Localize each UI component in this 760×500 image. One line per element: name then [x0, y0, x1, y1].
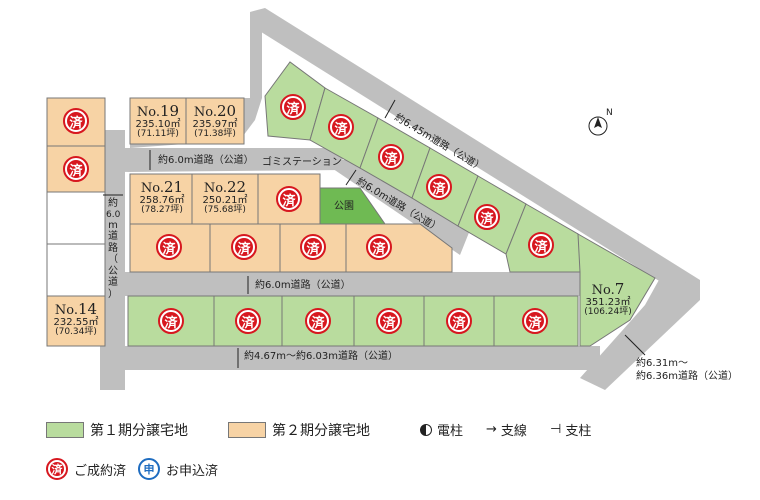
sold-badge: 済: [276, 186, 302, 212]
sold-badge: 済: [300, 234, 326, 260]
stay-pole-icon: ⊣: [550, 422, 562, 437]
arrow-icon: →: [486, 422, 497, 437]
north-arrow: [588, 116, 608, 136]
sold-badge: 済: [231, 234, 257, 260]
road-label-bottom: 約4.67m～約6.03m道路（公道）: [244, 351, 399, 362]
pole-icon: [420, 423, 432, 436]
dim-road-top: [384, 99, 396, 119]
legend-sold: 済 ご成約済: [46, 458, 126, 480]
lot-22-info: No.22 250.21㎡ (75.68坪): [202, 178, 248, 216]
lot-left-empty-1[interactable]: [46, 191, 106, 245]
legend-pole: 電柱: [420, 420, 463, 439]
road-label-mid: 約6.0m道路（公道）: [255, 280, 351, 291]
road-upper-horizontal: [110, 148, 345, 172]
lot-20[interactable]: [185, 97, 245, 145]
park-label: 公園: [334, 201, 354, 212]
sold-badge: 済: [158, 308, 184, 334]
sold-badge: 済: [528, 232, 554, 258]
sold-badge: 済: [366, 234, 392, 260]
sold-badge: 済: [446, 308, 472, 334]
sold-badge: 済: [280, 94, 306, 120]
lot-19[interactable]: [129, 97, 187, 145]
applied-legend-icon: 申: [138, 458, 160, 480]
legend-phase2: 第２期分譲宅地: [228, 420, 370, 440]
road-top-diagonal: [250, 8, 700, 300]
legend-phase1: 第１期分譲宅地: [46, 420, 188, 440]
sold-badge: 済: [63, 108, 89, 134]
sold-badge: 済: [328, 114, 354, 140]
sold-badge: 済: [63, 156, 89, 182]
road-bottom-left-stub: [100, 355, 125, 390]
phase2-swatch: [228, 422, 266, 438]
road-middle-horizontal: [118, 272, 590, 296]
dim-road-diag: [345, 169, 357, 186]
lot-left-empty-2[interactable]: [46, 243, 106, 297]
road-label-right-2: 約6.36m道路（公道）: [636, 371, 739, 382]
road-label-upper: 約6.0m道路（公道）: [158, 155, 254, 166]
legend-applied: 申 お申込済: [138, 458, 218, 480]
legend-stay-wire: → 支線: [486, 422, 527, 439]
park-area: [319, 187, 386, 225]
road-label-left-vertical: 約 6.0 m 道 路 （ 公 道 ）: [106, 198, 121, 300]
sold-legend-icon: 済: [46, 458, 68, 480]
sold-badge: 済: [235, 308, 261, 334]
dim-road-right: [624, 334, 646, 356]
road-right-edge: [580, 278, 700, 390]
sold-badge: 済: [376, 308, 402, 334]
road-inner-diagonal: [320, 160, 470, 255]
sold-badge: 済: [378, 144, 404, 170]
sold-badge: 済: [474, 204, 500, 230]
phase1-swatch: [46, 422, 84, 438]
sold-badge: 済: [305, 308, 331, 334]
lot-21-info: No.21 258.76㎡ (78.27坪): [139, 178, 185, 216]
lot-14-info: No.14 232.55㎡ (70.34坪): [53, 300, 99, 338]
lot-19-info: No.19 235.10㎡ (71.11坪): [135, 102, 181, 140]
road-left-vertical: [100, 130, 125, 382]
road-label-right-1: 約6.31m～: [636, 358, 689, 369]
sold-badge: 済: [156, 234, 182, 260]
lot-7[interactable]: [577, 233, 656, 347]
lot-14[interactable]: [46, 295, 106, 347]
garbage-station-label: ゴミステーション: [262, 157, 342, 168]
legend-stay-pole: ⊣ 支柱: [550, 422, 592, 439]
sold-badge: 済: [522, 308, 548, 334]
lot-7-info: No.7 351.23㎡ (106.24坪): [584, 280, 632, 318]
north-label: N: [606, 108, 613, 118]
lot-20-info: No.20 235.97㎡ (71.38坪): [192, 102, 238, 140]
sold-badge: 済: [426, 174, 452, 200]
